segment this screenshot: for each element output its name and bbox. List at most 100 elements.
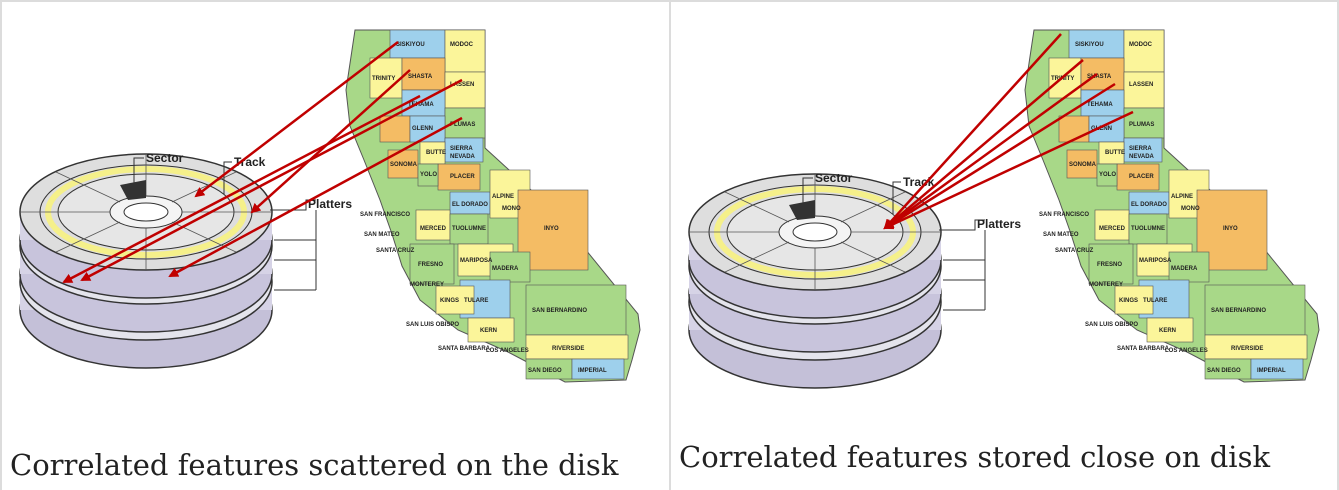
platters-label: Platters [308, 197, 352, 211]
map2-label-san-bernardino: SAN BERNARDINO [1211, 308, 1266, 314]
arrow-4 [80, 78, 463, 282]
map-label-inyo: INYO [544, 226, 559, 232]
map2-label-tuolumne: TUOLUMNE [1131, 226, 1165, 232]
map-label-los-angeles: LOS ANGELES [486, 348, 529, 354]
map2-label-sonoma: SONOMA [1069, 162, 1097, 168]
arrow-2 [250, 69, 411, 214]
map2-label-yolo: YOLO [1099, 172, 1116, 178]
map-label-butte: BUTTE [426, 150, 446, 156]
sector-label-2: Sector [815, 171, 853, 185]
map2-label-mariposa: MARIPOSA [1139, 258, 1172, 264]
map-label-siskiyou: SISKIYOU [396, 42, 425, 48]
map-label-nevada: NEVADA [450, 154, 476, 160]
track-label-2: Track [903, 175, 935, 189]
map-label-shasta: SHASTA [408, 74, 433, 80]
map-label-tuolumne: TUOLUMNE [452, 226, 486, 232]
map2-label-san-diego: SAN DIEGO [1207, 368, 1241, 374]
map-label-kings: KINGS [440, 298, 459, 304]
map-label-santa-cruz: SANTA CRUZ [376, 248, 415, 254]
map2-label-modoc: MODOC [1129, 42, 1153, 48]
california-map: SISKIYOU MODOC TRINITY SHASTA LASSEN TEH… [345, 29, 641, 383]
map2-label-madera: MADERA [1171, 266, 1198, 272]
map-label-glenn: GLENN [412, 126, 433, 132]
map-label-modoc: MODOC [450, 42, 474, 48]
map-label-sierra: SIERRA [450, 146, 473, 152]
map-label-el-dorado: EL DORADO [452, 202, 488, 208]
map-label-placer: PLACER [450, 174, 475, 180]
map-label-trinity: TRINITY [372, 76, 395, 82]
caption-scattered: Correlated features scattered on the dis… [10, 448, 619, 482]
map2-label-santa-cruz: SANTA CRUZ [1055, 248, 1094, 254]
disk-stack [19, 153, 273, 369]
map-label-kern: KERN [480, 328, 497, 334]
map-label-tehama: TEHAMA [408, 102, 434, 108]
map-label-merced: MERCED [420, 226, 447, 232]
caption-close: Correlated features stored close on disk [679, 440, 1271, 474]
map2-label-alpine: ALPINE [1171, 194, 1193, 200]
track-label: Track [234, 155, 266, 169]
map2-label-placer: PLACER [1129, 174, 1154, 180]
outer-border-left [0, 0, 2, 490]
converging-arrows [883, 33, 1134, 230]
map-label-imperial: IMPERIAL [578, 368, 607, 374]
map2-label-merced: MERCED [1099, 226, 1126, 232]
map2-label-los-angeles: LOS ANGELES [1165, 348, 1208, 354]
map2-label-riverside: RIVERSIDE [1231, 346, 1263, 352]
arrow-c3 [883, 72, 1098, 230]
map-label-mariposa: MARIPOSA [460, 258, 493, 264]
arrow-3 [62, 94, 421, 284]
map-label-plumas: PLUMAS [450, 122, 475, 128]
map-label-san-diego: SAN DIEGO [528, 368, 562, 374]
map2-label-nevada: NEVADA [1129, 154, 1155, 160]
map-label-riverside: RIVERSIDE [552, 346, 584, 352]
map2-label-trinity: TRINITY [1051, 76, 1074, 82]
map2-label-imperial: IMPERIAL [1257, 368, 1286, 374]
map2-label-fresno: FRESNO [1097, 262, 1122, 268]
sector-label: Sector [146, 151, 184, 165]
arrow-c1 [883, 33, 1062, 230]
map-label-san-francisco: SAN FRANCISCO [360, 212, 410, 218]
map2-label-plumas: PLUMAS [1129, 122, 1154, 128]
map-label-sonoma: SONOMA [390, 162, 418, 168]
map-label-santa-barbara: SANTA BARBARA [438, 346, 491, 352]
map-label-tulare: TULARE [464, 298, 488, 304]
map2-label-shasta: SHASTA [1087, 74, 1112, 80]
arrow-c2 [883, 59, 1084, 230]
outer-border-right [1337, 0, 1339, 490]
map2-label-tulare: TULARE [1143, 298, 1167, 304]
map2-label-kings: KINGS [1119, 298, 1138, 304]
map2-label-san-luis-obispo: SAN LUIS OBISPO [1085, 322, 1138, 328]
map-label-alpine: ALPINE [492, 194, 514, 200]
diagram-close: Sector Track Platters [688, 29, 1320, 389]
map2-label-inyo: INYO [1223, 226, 1238, 232]
map-label-san-mateo: SAN MATEO [364, 232, 400, 238]
map2-label-sierra: SIERRA [1129, 146, 1152, 152]
map2-label-san-francisco: SAN FRANCISCO [1039, 212, 1089, 218]
map-label-san-bernardino: SAN BERNARDINO [532, 308, 587, 314]
arrow-c4 [883, 82, 1116, 230]
map2-label-lassen: LASSEN [1129, 82, 1153, 88]
map-label-san-luis-obispo: SAN LUIS OBISPO [406, 322, 459, 328]
arrow-5 [168, 116, 463, 278]
arrow-c5 [883, 110, 1134, 230]
map2-label-monterey: MONTEREY [1089, 282, 1123, 288]
map-label-fresno: FRESNO [418, 262, 443, 268]
map2-label-tehama: TEHAMA [1087, 102, 1113, 108]
map2-label-siskiyou: SISKIYOU [1075, 42, 1104, 48]
cell-divider [669, 0, 671, 490]
diagram-scattered: Sector Track Platters [19, 29, 641, 383]
disk-stack-2: Sector Track Platters [688, 171, 1021, 389]
map-label-lassen: LASSEN [450, 82, 474, 88]
scattered-arrows [62, 41, 463, 284]
map2-label-mono: MONO [1181, 206, 1200, 212]
map2-label-santa-barbara: SANTA BARBARA [1117, 346, 1170, 352]
map2-label-el-dorado: EL DORADO [1131, 202, 1167, 208]
california-map-2: SISKIYOU MODOC TRINITY SHASTA LASSEN TEH… [1024, 29, 1320, 383]
map-label-madera: MADERA [492, 266, 519, 272]
map-label-yolo: YOLO [420, 172, 437, 178]
map-label-monterey: MONTEREY [410, 282, 444, 288]
panel-close: Sector Track Platters [671, 0, 1337, 490]
map2-label-kern: KERN [1159, 328, 1176, 334]
arrow-1 [194, 41, 399, 198]
